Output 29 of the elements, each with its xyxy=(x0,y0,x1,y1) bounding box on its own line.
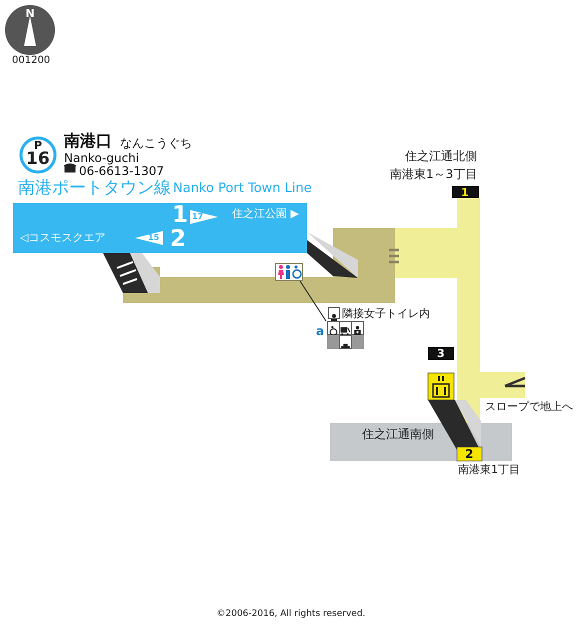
station-name: 南港口 xyxy=(64,133,112,149)
line-letter: P xyxy=(34,140,42,151)
station-reading: なんこうぐち xyxy=(120,137,192,149)
exit-destination: 南港東1丁目 xyxy=(458,464,520,475)
copyright-note: ©2006-2016, All rights reserved. xyxy=(216,610,366,619)
exit-destination: 住之江通北側 xyxy=(405,150,477,162)
compass-letter: N xyxy=(26,8,35,19)
street-name: 住之江通南側 xyxy=(362,428,434,440)
exit-number: 2 xyxy=(465,448,474,460)
platform-number: 2 xyxy=(170,228,186,251)
station-number: 17 xyxy=(192,213,204,221)
exit-number: 3 xyxy=(437,348,445,359)
phone-number: 06-6613-1307 xyxy=(79,165,164,177)
restroom-sign xyxy=(275,263,303,281)
direction-text: 住之江公園 ▶ xyxy=(232,208,299,219)
exit-destination: 南港東1～3丁目 xyxy=(390,168,478,180)
leader-line xyxy=(300,280,326,322)
station-romaji: Nanko-guchi xyxy=(64,152,140,164)
direction-text: ◁コスモスクエア xyxy=(20,232,106,243)
map-code: 001200 xyxy=(12,56,50,66)
slope-note: スロープで地上へ xyxy=(485,401,573,412)
exit-number: 1 xyxy=(461,187,469,198)
line-name-english: Nanko Port Town Line xyxy=(173,182,312,195)
station-number: 16 xyxy=(26,151,50,168)
facility-note: 隣接女子トイレ内 xyxy=(342,308,430,319)
facility-letter: a xyxy=(316,325,324,337)
line-name: 南港ポートタウン線 xyxy=(18,180,171,197)
platform-number: 1 xyxy=(172,204,188,227)
station-number: 15 xyxy=(148,234,160,242)
